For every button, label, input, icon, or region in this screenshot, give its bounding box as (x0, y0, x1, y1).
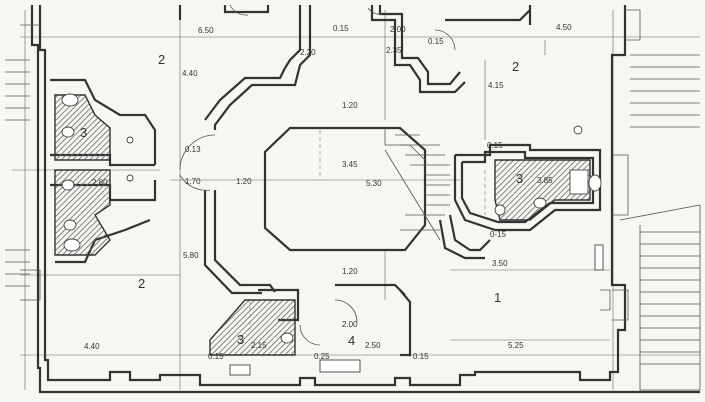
dimension-label: 0.25 (314, 352, 330, 361)
dimension-label: 0.15 (333, 24, 349, 33)
dimension-label: 6.50 (198, 26, 214, 35)
outer-walls (20, 5, 700, 394)
fixtures (61, 93, 604, 376)
dimension-label: 1.20 (342, 101, 358, 110)
dimension-label: 4.15 (488, 81, 504, 90)
dimension-label: 4.40 (84, 342, 100, 351)
room-label: 2 (512, 59, 519, 74)
central-stair (384, 128, 450, 241)
bath-left-bottom (54, 169, 111, 256)
dimension-label: 3.85 (537, 176, 553, 185)
bath-bottom (209, 299, 296, 356)
dimension-label: 0.13 (185, 145, 201, 154)
room-label: 2 (158, 52, 165, 67)
bath-left-top (54, 94, 111, 161)
dimension-label: 0.15 (487, 141, 503, 150)
room-label: 3 (516, 171, 523, 186)
dimension-label: 5.80 (183, 251, 199, 260)
room-label: 4 (348, 333, 355, 348)
dimension-label: 2.15 (251, 341, 267, 350)
bath-right (494, 159, 591, 221)
central-octagon (263, 126, 427, 252)
stair-left (5, 59, 30, 287)
dimension-label: 2.20 (300, 48, 316, 57)
dimension-label: 4.40 (182, 69, 198, 78)
dimension-label: 4.50 (556, 23, 572, 32)
stair-right-top (630, 54, 700, 128)
room-label: 3 (80, 125, 87, 140)
dimension-label: 5.30 (366, 179, 382, 188)
dimension-label: 0.15 (208, 352, 224, 361)
dimension-label: 1.20 (342, 267, 358, 276)
dimension-label: 1.70 (185, 177, 201, 186)
dimension-label: 2.50 (365, 341, 381, 350)
dimension-label: 2.00 (390, 25, 406, 34)
dimension-label: 0-15 (490, 230, 507, 239)
dimension-label: 2.00 (342, 320, 358, 329)
room-label: 1 (494, 290, 501, 305)
dimension-label: 3.45 (342, 160, 358, 169)
room-label: 3 (237, 332, 244, 347)
dimension-label: 0.15 (428, 37, 444, 46)
dimension-label: 2.35 (386, 46, 402, 55)
dimension-label: 0.15 (413, 352, 429, 361)
door-arcs (179, 4, 456, 346)
stair-right-bottom (619, 204, 701, 391)
dashed-lines (249, 130, 486, 330)
dimension-label: 1.20 (236, 177, 252, 186)
dimension-label: 2.80 (92, 178, 108, 187)
room-label: 2 (138, 276, 145, 291)
dimension-label: 3.50 (492, 259, 508, 268)
dimension-label: 5.25 (508, 341, 524, 350)
central-hall-walls (203, 5, 491, 357)
